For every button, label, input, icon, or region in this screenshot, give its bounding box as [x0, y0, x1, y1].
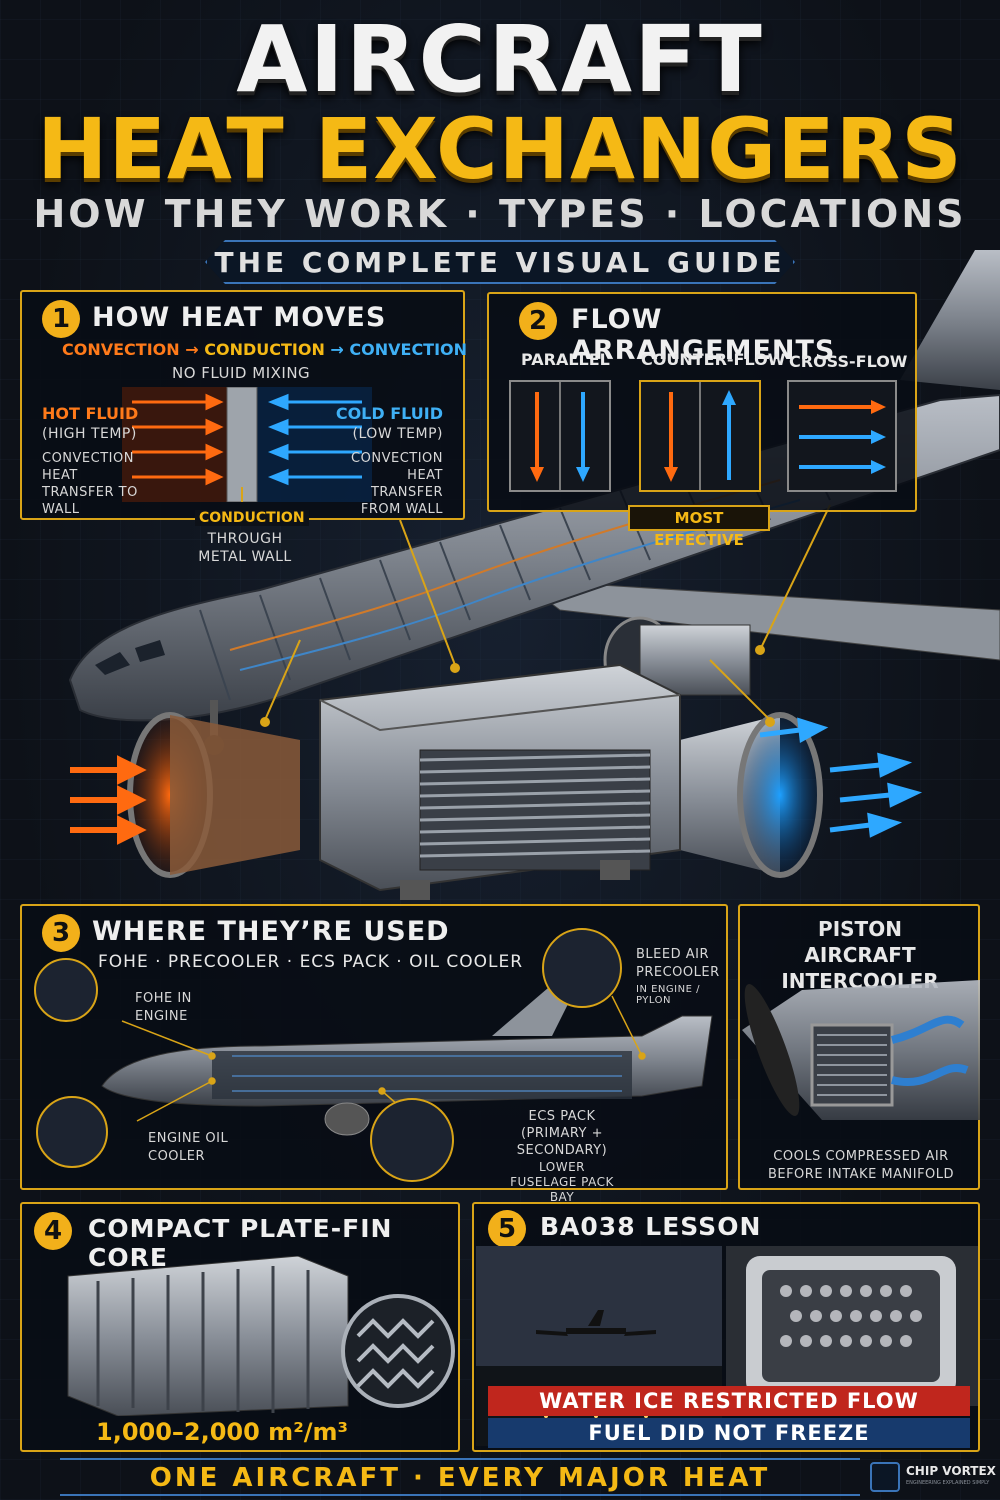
counter-flow-arrows — [664, 382, 736, 490]
section-number: 3 — [42, 914, 80, 952]
cross-flow-label: CROSS-FLOW — [789, 352, 908, 371]
counter-flow-label: COUNTER-FLOW — [641, 350, 786, 369]
parallel-arrows — [530, 382, 590, 490]
conduction-desc: THROUGH METAL WALL — [198, 531, 292, 565]
ecs-pack-callout-image — [370, 1098, 454, 1182]
chain-convection-start: CONVECTION — [62, 340, 180, 359]
chain-arrow: → — [330, 340, 344, 359]
hot-fluid-label: HOT FLUID — [42, 404, 139, 423]
cross-flow-diagram — [787, 380, 897, 492]
panel-where-used: 3 WHERE THEY’RE USED FOHE · PRECOOLER · … — [20, 904, 728, 1204]
panel-title: HOW HEAT MOVES — [92, 302, 387, 333]
section-number: 5 — [488, 1210, 526, 1248]
hot-fluid-desc: CONVECTION HEAT TRANSFER TO WALL — [42, 451, 138, 517]
fohe-label: FOHE IN ENGINE — [135, 991, 192, 1024]
ecs-pack-location: LOWER FUSELAGE PACK BAY — [510, 1160, 614, 1204]
wall-diagram — [122, 387, 372, 502]
chain-conduction: CONDUCTION — [204, 340, 325, 359]
precooler-label: BLEED AIR PRECOOLER — [636, 947, 720, 980]
panel-title: FLOW ARRANGEMENTS — [571, 304, 836, 366]
brand-tagline: ENGINEERING EXPLAINED SIMPLY — [906, 1480, 990, 1486]
iced-core-photo — [726, 1246, 978, 1406]
title-line1: AIRCRAFT — [236, 6, 764, 113]
oil-cooler-label: ENGINE OIL COOLER — [148, 1131, 229, 1164]
cross-flow-arrows — [799, 400, 886, 474]
brand-logo: CHIP VORTEX ENGINEERING EXPLAINED SIMPLY — [870, 1458, 996, 1496]
panel-how-heat-moves: 1 HOW HEAT MOVES CONVECTION → CONDUCTION… — [20, 290, 467, 520]
piston-title: PISTON AIRCRAFT INTERCOOLER — [781, 917, 939, 993]
guide-banner: THE COMPLETE VISUAL GUIDE — [205, 240, 795, 284]
panel-title: COMPACT PLATE-FIN CORE — [88, 1214, 393, 1272]
precooler-sublabel: IN ENGINE / PYLON — [636, 984, 700, 1006]
cold-fluid-desc: CONVECTION HEAT TRANSFER FROM WALL — [351, 451, 443, 517]
cold-fluid-temp: (LOW TEMP) — [352, 426, 443, 442]
surface-density: 1,000–2,000 m²/m³ — [96, 1418, 348, 1446]
piston-desc: COOLS COMPRESSED AIR BEFORE INTAKE MANIF… — [767, 1149, 955, 1182]
oil-cooler-callout-image — [36, 1096, 108, 1168]
panel-title: WHERE THEY’RE USED — [92, 916, 450, 947]
intercooler-illustration — [742, 980, 980, 1120]
panel-title: BA038 LESSON — [540, 1212, 762, 1241]
heat-chain: CONVECTION → CONDUCTION → CONVECTION — [62, 340, 467, 359]
tail-fin — [900, 250, 1000, 390]
aircraft-locations-diagram — [101, 976, 713, 1136]
section-number: 4 — [34, 1212, 72, 1250]
fuel-did-not-freeze-bar: FUEL DID NOT FREEZE — [488, 1418, 970, 1448]
runway-approach-photo — [476, 1246, 722, 1446]
usage-list: FOHE · PRECOOLER · ECS PACK · OIL COOLER — [98, 952, 524, 972]
parallel-label: PARALLEL — [521, 350, 610, 369]
fohe-callout-image — [34, 958, 98, 1022]
heat-exchanger-core — [127, 663, 823, 900]
panel-plate-fin-core: 4 COMPACT PLATE-FIN CORE 1,000–2,000 m²/… — [20, 1202, 460, 1452]
brand-name: CHIP VORTEX — [906, 1464, 996, 1478]
section-number: 1 — [42, 300, 80, 338]
panel-piston-intercooler: PISTON AIRCRAFT INTERCOOLER COOLS COMPRE… — [738, 904, 980, 1190]
panel-flow-arrangements: 2 FLOW ARRANGEMENTS PARALLEL COUNTER-FLO… — [487, 292, 917, 512]
ice-restricted-flow-bar: WATER ICE RESTRICTED FLOW — [488, 1386, 970, 1416]
title-line2: HEAT EXCHANGERS — [37, 100, 963, 198]
chip-icon — [870, 1462, 900, 1492]
panel-ba038-lesson: 5 BA038 LESSON WATER ICE RESTRI — [472, 1202, 980, 1452]
plate-fin-core-illustration — [67, 1256, 455, 1416]
chain-arrow: → — [185, 340, 199, 359]
subtitle: HOW THEY WORK · TYPES · LOCATIONS — [33, 192, 967, 236]
footer-tagline: ONE AIRCRAFT · EVERY MAJOR HEAT EXCHANGE… — [60, 1458, 860, 1500]
conduction-label: CONDUCTION — [195, 510, 309, 526]
hot-fluid-temp: (HIGH TEMP) — [42, 426, 137, 442]
parallel-flow-diagram — [509, 380, 611, 492]
section-number: 2 — [519, 302, 557, 340]
precooler-callout-image — [542, 928, 622, 1008]
ecs-pack-label: ECS PACK (PRIMARY + SECONDARY) — [516, 1109, 608, 1158]
most-effective-badge: MOST EFFECTIVE — [628, 505, 770, 549]
counter-flow-diagram — [639, 380, 761, 492]
chain-convection-end: CONVECTION — [349, 340, 468, 359]
cold-fluid-label: COLD FLUID — [335, 404, 443, 423]
no-mixing-label: NO FLUID MIXING — [172, 364, 311, 382]
